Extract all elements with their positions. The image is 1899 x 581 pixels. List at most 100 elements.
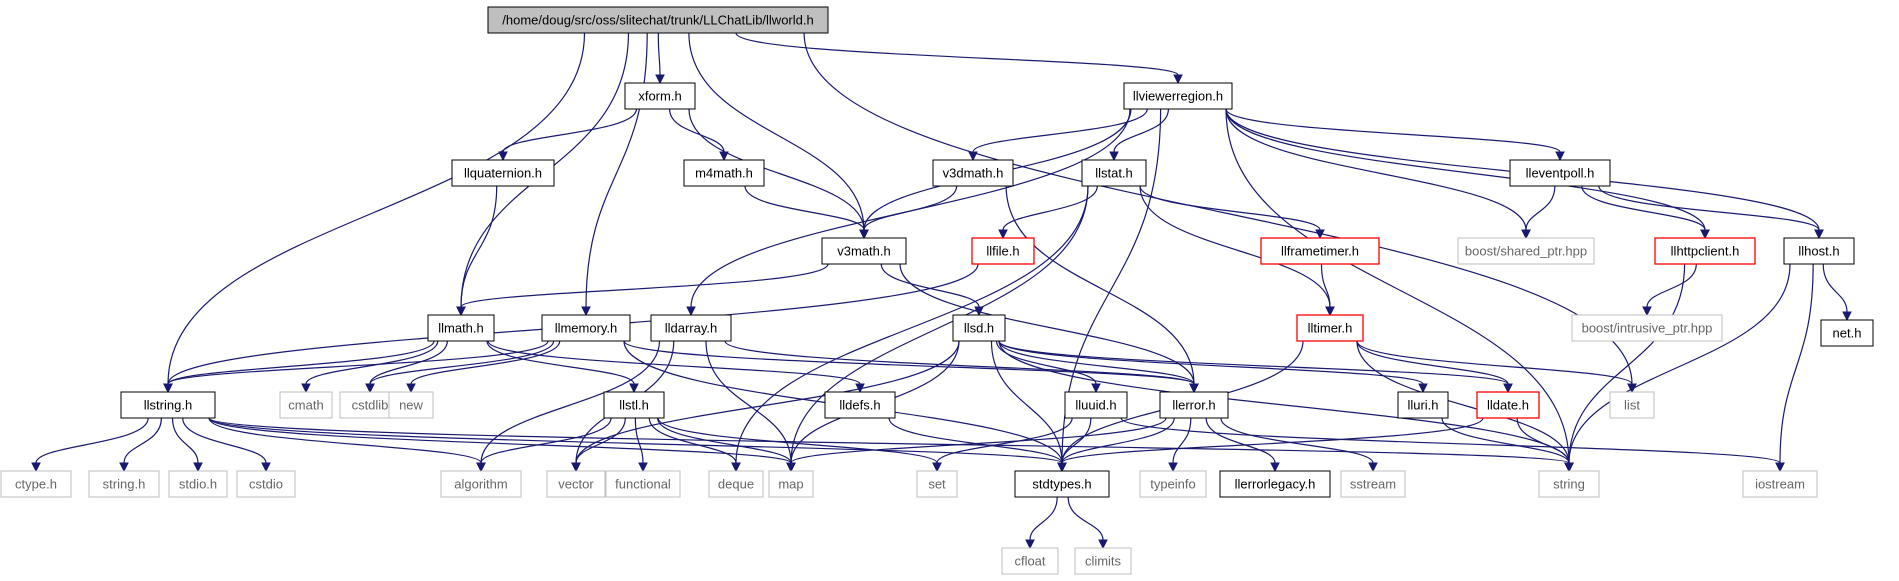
node-label-lldarray: lldarray.h	[665, 321, 718, 336]
node-box-algorithm	[440, 470, 522, 498]
edge-xform-to-llquaternion	[498, 108, 638, 162]
node-box-lluri	[1397, 391, 1449, 419]
node-lldarray[interactable]: lldarray.h	[650, 314, 732, 342]
node-lldefs[interactable]: lldefs.h	[824, 391, 896, 419]
edge-llhost-to-neth	[1822, 263, 1852, 322]
node-functional: functional	[605, 470, 681, 498]
node-label-cstdlib: cstdlib	[352, 398, 389, 413]
node-sstream: sstream	[1340, 470, 1406, 498]
node-neth[interactable]: net.h	[1820, 319, 1874, 347]
node-box-map	[768, 470, 814, 498]
node-label-llsd: llsd.h	[964, 321, 994, 336]
node-box-m4math	[683, 159, 765, 187]
edge-lluuid-to-iostream	[1120, 417, 1785, 473]
node-m4math[interactable]: m4math.h	[683, 159, 765, 187]
node-box-llstring	[120, 391, 216, 419]
node-label-llmath: llmath.h	[438, 321, 484, 336]
edge-llmath-to-llstring	[163, 340, 435, 394]
edge-v3math-to-llmath	[456, 263, 829, 317]
node-box-v3dmath	[932, 159, 1014, 187]
node-new: new	[388, 391, 434, 419]
node-box-deque	[708, 470, 764, 498]
node-box-ctype	[0, 470, 72, 498]
node-llfile[interactable]: llfile.h	[971, 237, 1035, 265]
node-box-list	[1609, 391, 1655, 419]
node-llstring[interactable]: llstring.h	[120, 391, 216, 419]
node-algorithm: algorithm	[440, 470, 522, 498]
node-iostream: iostream	[1742, 470, 1818, 498]
edge-llframetimer-to-lltimer	[1320, 263, 1335, 317]
node-label-stdioh: stdio.h	[179, 477, 217, 492]
node-llhost[interactable]: llhost.h	[1783, 237, 1855, 265]
edge-stdtypes-to-cfloat	[1025, 496, 1058, 550]
node-label-cfloat: cfloat	[1014, 554, 1045, 569]
node-label-v3math: v3math.h	[837, 244, 890, 259]
node-box-llhost	[1783, 237, 1855, 265]
node-box-root	[487, 6, 829, 34]
node-label-m4math: m4math.h	[695, 166, 753, 181]
node-box-boostshared	[1457, 237, 1595, 265]
node-root[interactable]: /home/doug/src/oss/slitechat/trunk/LLCha…	[487, 6, 829, 34]
edge-root-to-v3math	[688, 32, 869, 240]
edge-lltimer-to-string	[1356, 340, 1574, 473]
node-box-lluuid	[1064, 391, 1128, 419]
node-box-stdtypes	[1014, 470, 1110, 498]
node-lldate[interactable]: lldate.h	[1476, 391, 1540, 419]
node-v3math[interactable]: v3math.h	[821, 237, 907, 265]
node-box-string	[1538, 470, 1600, 498]
edge-llhost-to-string	[1564, 263, 1791, 473]
node-label-deque: deque	[718, 477, 754, 492]
node-label-cstdio: cstdio	[249, 477, 283, 492]
node-box-lleventpoll	[1509, 159, 1611, 187]
node-box-iostream	[1742, 470, 1818, 498]
node-llstat[interactable]: llstat.h	[1081, 159, 1147, 187]
node-box-llquaternion	[451, 159, 555, 187]
node-label-lldate: lldate.h	[1487, 398, 1529, 413]
edge-llstl-to-functional	[634, 417, 648, 473]
node-box-lldarray	[650, 314, 732, 342]
node-llquaternion[interactable]: llquaternion.h	[451, 159, 555, 187]
edge-llstring-to-stdioh	[171, 417, 203, 473]
node-cmath: cmath	[279, 391, 333, 419]
node-llviewerregion[interactable]: llviewerregion.h	[1123, 82, 1233, 110]
node-box-llviewerregion	[1123, 82, 1233, 110]
node-llerrorlegacy[interactable]: llerrorlegacy.h	[1219, 470, 1331, 498]
edge-m4math-to-v3math	[744, 185, 869, 240]
node-lluri[interactable]: lluri.h	[1397, 391, 1449, 419]
node-llmath[interactable]: llmath.h	[427, 314, 495, 342]
edge-llviewerregion-to-lleventpoll	[1225, 108, 1565, 162]
node-llsd[interactable]: llsd.h	[952, 314, 1006, 342]
node-box-cmath	[279, 391, 333, 419]
node-label-llviewerregion: llviewerregion.h	[1133, 89, 1223, 104]
node-v3dmath[interactable]: v3dmath.h	[932, 159, 1014, 187]
node-lltimer[interactable]: lltimer.h	[1296, 314, 1364, 342]
node-stdtypes[interactable]: stdtypes.h	[1014, 470, 1110, 498]
node-llframetimer[interactable]: llframetimer.h	[1260, 237, 1380, 265]
node-list: list	[1609, 391, 1655, 419]
edge-llstring-to-cstdio	[182, 417, 271, 473]
node-label-sstream: sstream	[1350, 477, 1396, 492]
node-box-set	[916, 470, 958, 498]
node-box-cstdio	[236, 470, 296, 498]
edge-llstl-to-set	[657, 417, 942, 473]
edge-lltimer-to-lldate	[1356, 340, 1513, 394]
edge-llviewerregion-to-boostshared	[1225, 108, 1531, 240]
node-label-algorithm: algorithm	[454, 477, 507, 492]
edge-llsd-to-lluri	[998, 340, 1428, 394]
node-box-stringh	[88, 470, 160, 498]
edge-root-to-llviewerregion	[735, 32, 1183, 85]
node-llstl[interactable]: llstl.h	[603, 391, 665, 419]
node-label-stdtypes: stdtypes.h	[1032, 477, 1091, 492]
edge-llmemory-to-llerror	[623, 340, 1199, 394]
edge-root-to-llstring	[163, 32, 586, 394]
node-lleventpoll[interactable]: lleventpoll.h	[1509, 159, 1611, 187]
node-lluuid[interactable]: lluuid.h	[1064, 391, 1128, 419]
node-llerror[interactable]: llerror.h	[1159, 391, 1229, 419]
edge-lleventpoll-to-llhttpclient	[1581, 185, 1710, 240]
edge-llsd-to-llerror	[998, 340, 1199, 394]
edge-llhttpclient-to-boostintrusive	[1642, 263, 1697, 317]
node-xform[interactable]: xform.h	[624, 82, 696, 110]
node-llmemory[interactable]: llmemory.h	[541, 314, 631, 342]
node-llhttpclient[interactable]: llhttpclient.h	[1654, 237, 1756, 265]
edge-llerror-to-llerrorlegacy	[1205, 417, 1280, 473]
